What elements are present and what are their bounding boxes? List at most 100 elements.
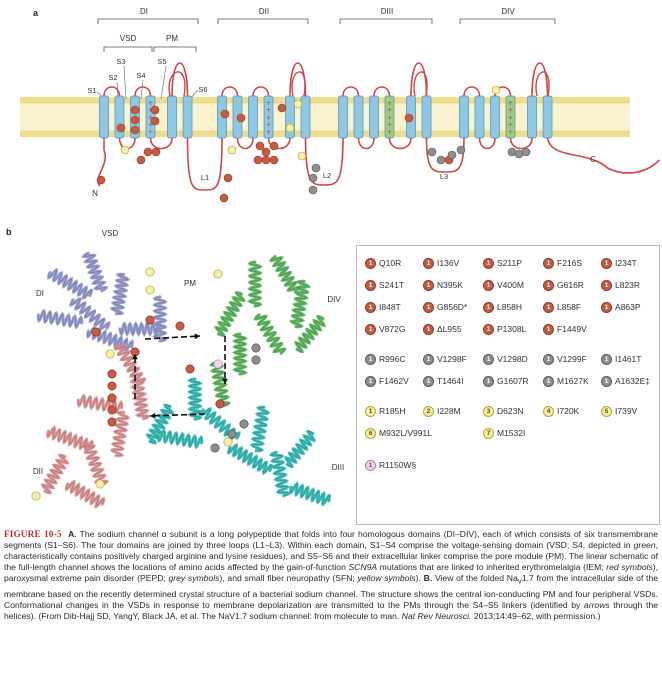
legend-mutation-name: L823R [615,280,641,290]
positive-charge-icon: + [508,100,513,107]
helix-ribbon-edge [42,454,68,494]
helix-ribbon-edge [111,412,129,456]
iem-mutation-dot [269,141,279,151]
positive-charge-icon: + [266,107,271,114]
helix-ribbon [69,297,111,331]
helix-ribbon-edge [70,298,110,330]
loop-label-l3: L3 [440,172,448,181]
panel-b-label: b [6,227,12,237]
helix-ribbon [268,450,292,498]
caption-text-5: ), and small fiber neuropathy (SFN; [219,573,358,584]
grey-mutation-icon: 1 [365,375,376,387]
loop-label-l1: L1 [201,173,209,182]
segment-pointer [123,65,127,100]
arrowhead-icon [222,378,228,384]
caption-red-term: red symbols [606,562,653,573]
n-terminus-label: N [92,189,98,198]
legend-mutation-name: M1627K [557,376,589,386]
helix-ribbon [40,453,70,495]
legend-mutation-name: D623N [497,406,524,416]
domain-bracket [217,18,309,24]
helix-ribbon-edge [249,261,261,307]
iem-mutation-dot [220,109,230,119]
helix-ribbon-edge [228,444,272,474]
red-mutation-icon: 1 [423,257,434,269]
domain-label-div: DIV [501,7,515,16]
iem-mutation-dot [277,103,287,113]
channel-topology-schematic: ++++++++++++++++++++ VSD PM DI DII DIII … [20,7,661,203]
iem-mutation-dot [185,364,195,374]
red-mutation-icon: 1 [423,279,434,291]
arrowhead-icon [194,333,200,340]
iem-mutation-dot [130,105,140,115]
red-mutation-icon: 1 [601,257,612,269]
helix-ribbon [36,308,84,330]
positive-charge-icon: + [508,129,513,136]
red-mutation-icon: 1 [601,301,612,313]
transmembrane-helix [384,95,395,139]
helix-ribbon-edge [251,407,269,451]
red-mutation-icon: 1 [543,257,554,269]
helix-ribbon-edge [210,362,230,406]
caption-grey-term: grey symbols [168,573,220,584]
transmembrane-helix [505,95,516,139]
iem-mutation-dot [150,105,160,115]
caption-text-7b: 1.7 from the intracellular side of the m… [4,573,658,611]
transmembrane-helix [182,95,193,139]
helix-ribbon [152,295,168,343]
legend-mutation-name: R185H [379,406,406,416]
structure-label-vsd: VSD [102,229,119,238]
sfn-mutation-dot [95,479,105,489]
segment-pointer [160,65,167,100]
grey-mutation-icon: 1 [601,375,612,387]
pepd-mutation-dot [251,355,261,365]
legend-mutation-name: P1308L [497,324,527,334]
red-mutation-icon: 1 [483,323,494,335]
positive-charge-icon: + [387,122,392,129]
caption-b-label: B. [423,573,433,584]
legend-mutation-name: G616R [557,280,584,290]
legend-mutation-name: A1632E‡ [615,376,650,386]
helix-ribbon-edge [147,404,173,444]
iem-mutation-dot [150,116,160,126]
legend-mutation-name: Q10R [379,258,402,268]
helix-ribbon-edge [215,292,245,336]
iem-mutation-dot [261,155,271,165]
helix-ribbon-edge [270,256,300,292]
transmembrane-helix [353,95,364,139]
caption-text-4: ), paroxysmal extreme pain disorder (PEP… [4,562,658,584]
transmembrane-helix [167,95,177,139]
transmembrane-helix [527,95,537,139]
transmembrane-helix [474,95,485,139]
helix-ribbon-edge [82,443,108,485]
pink-mutation-dot [213,359,223,369]
helix-ribbon [47,267,93,301]
helix-ribbon [247,260,263,308]
legend-mutation-name: I848T [379,302,401,312]
segment-pointer [140,79,144,100]
helix-ribbon [109,272,131,316]
helix-ribbon-edge [78,395,122,413]
red-mutation-icon: 1 [365,279,376,291]
pore-loop [535,71,550,97]
transmembrane-helix [542,95,553,139]
helix-ribbon [213,291,247,337]
grey-mutation-icon: 1 [543,375,554,387]
transmembrane-helix [99,95,109,139]
red-mutation-icon: 1 [423,301,434,313]
